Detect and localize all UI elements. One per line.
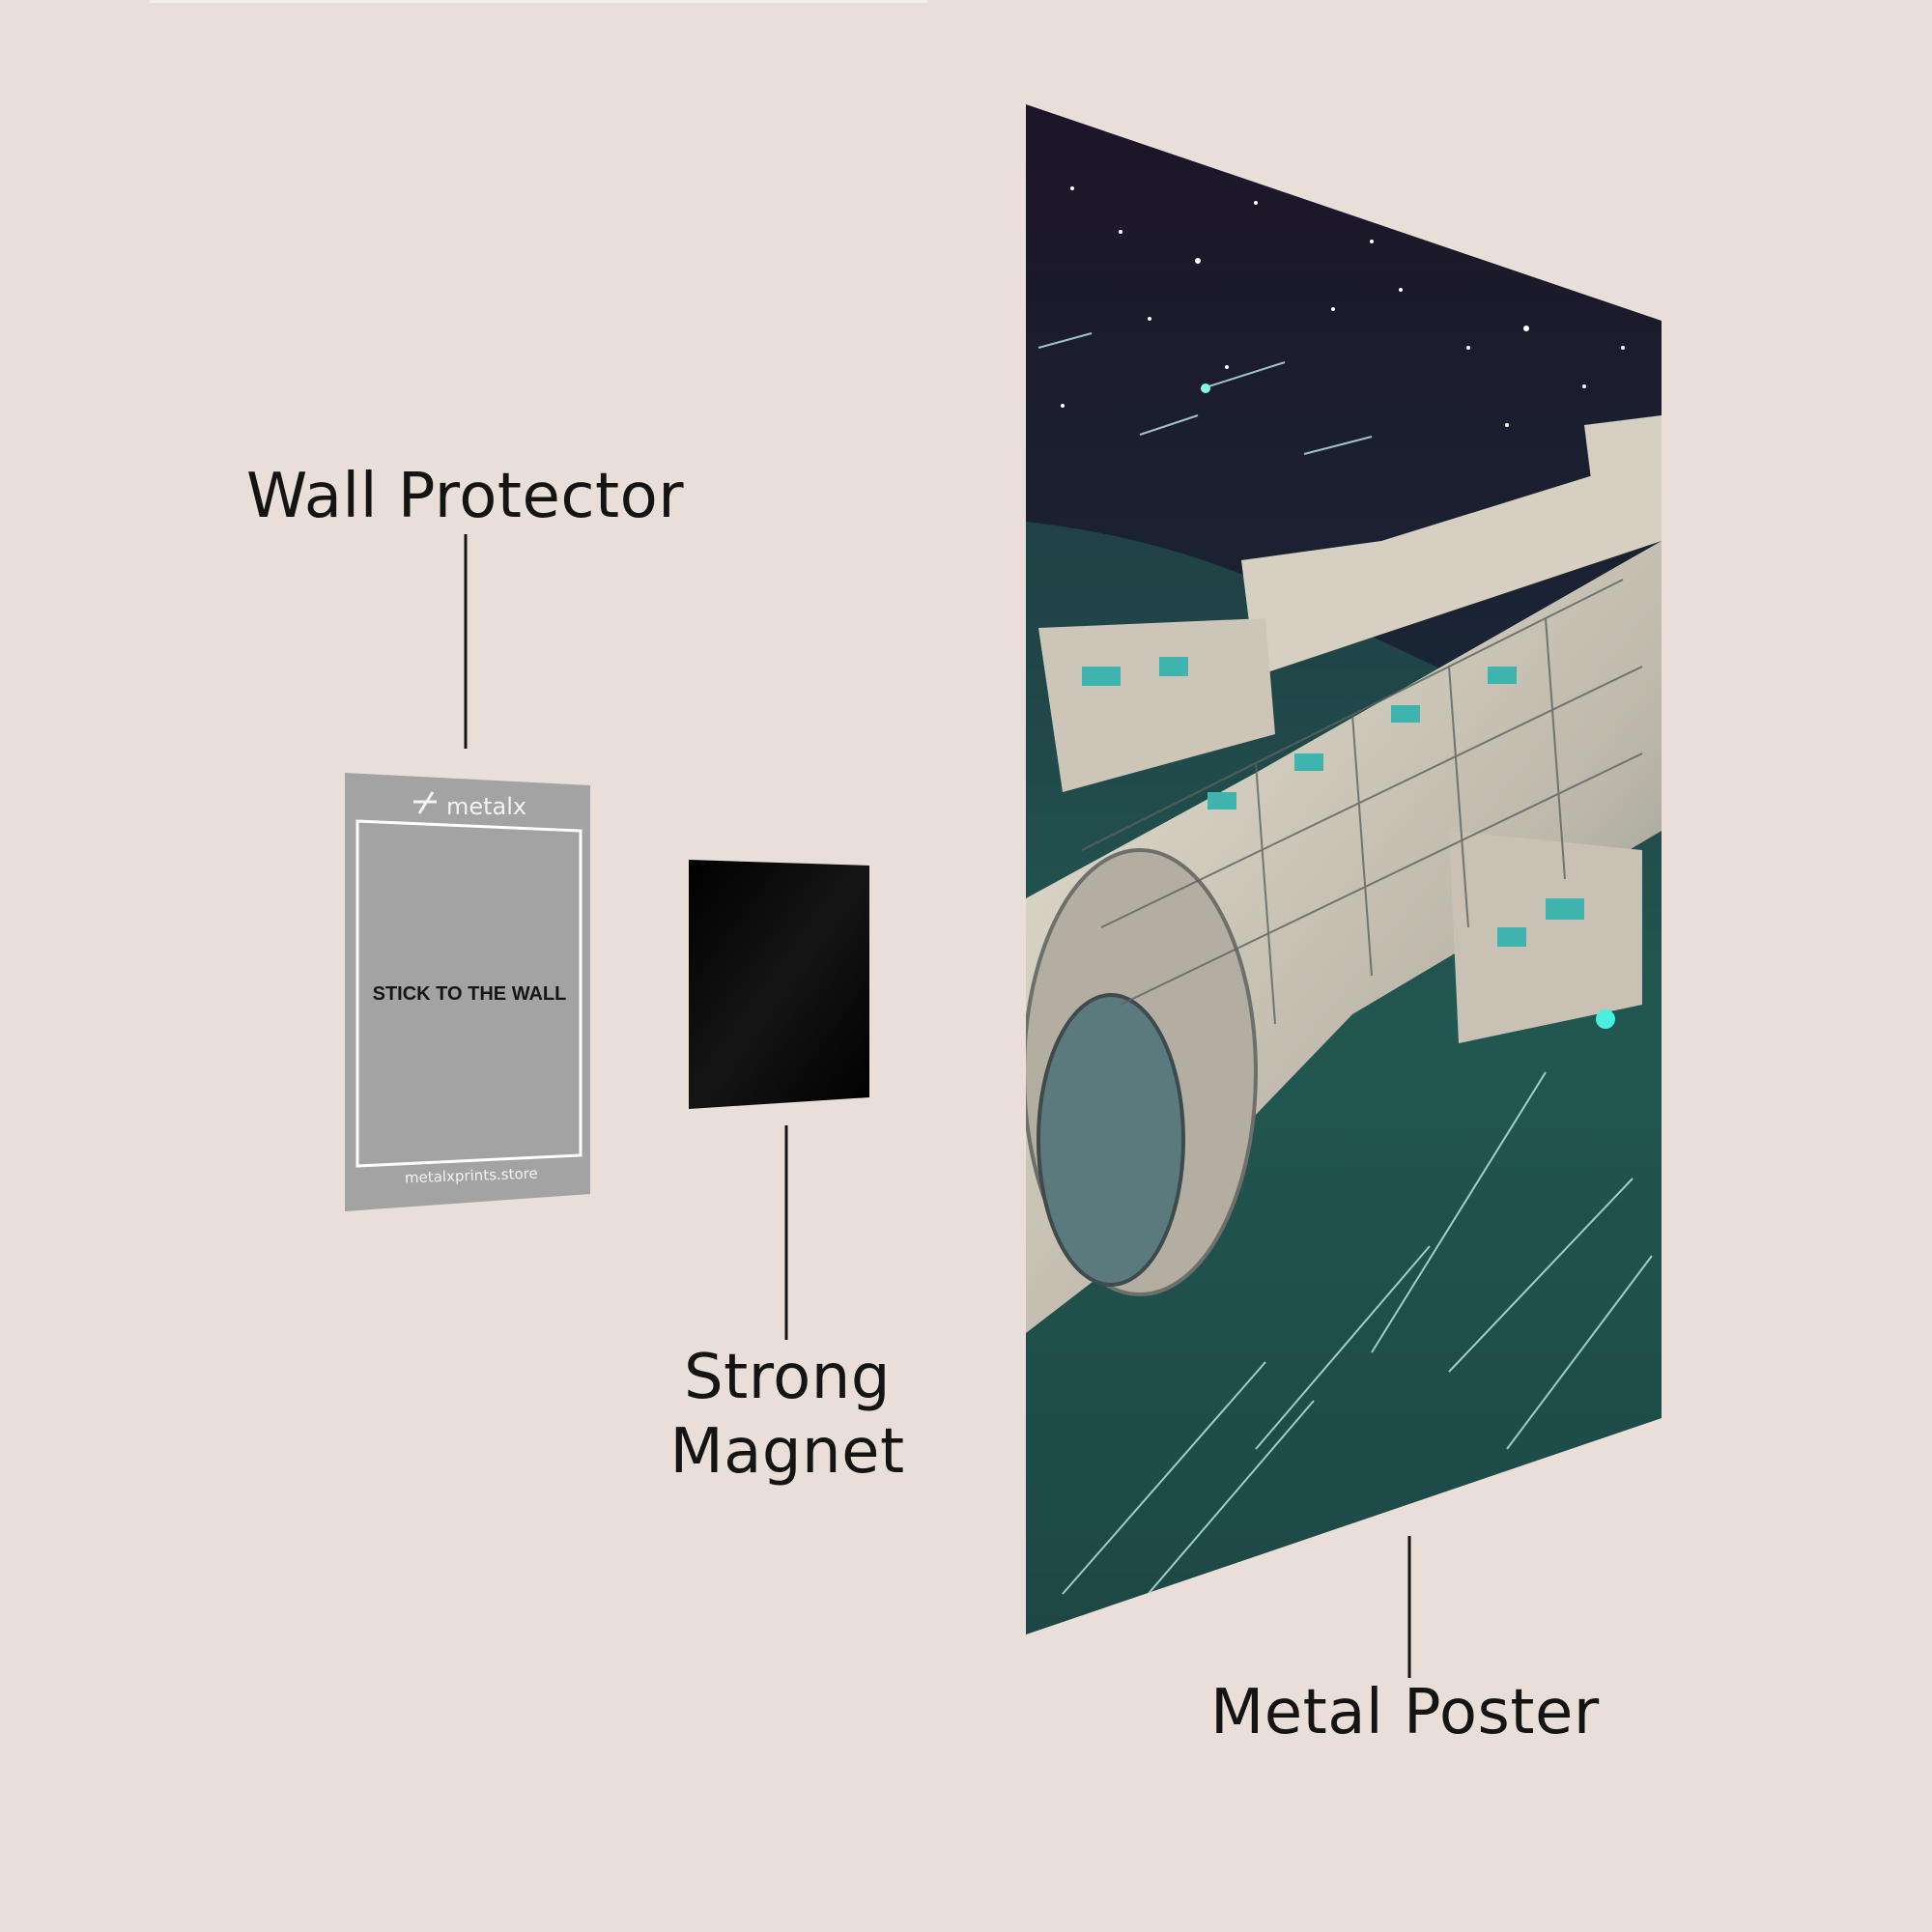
metalx-logo-icon xyxy=(413,791,437,814)
wall-protector-inner-frame xyxy=(355,819,582,1168)
shooting-stars xyxy=(1037,332,1653,1605)
strong-magnet-plate xyxy=(689,860,869,1109)
wall-protector-website: metalxprints.store xyxy=(405,1165,538,1187)
wall-protector-card: metalx STICK TO THE WALL metalxprints.st… xyxy=(345,773,590,1211)
comet-head xyxy=(1201,384,1210,393)
strong-magnet-label-line1: Strong xyxy=(684,1342,891,1413)
hull-panel-lines xyxy=(1081,579,1643,1025)
metal-poster xyxy=(1026,104,1662,1634)
star-field xyxy=(1061,186,1625,427)
top-edge-highlight xyxy=(150,0,927,3)
strong-magnet-label-line2: Magnet xyxy=(669,1415,905,1488)
wall-protector-label: Wall Protector xyxy=(246,461,685,532)
poster-artwork-spaceship xyxy=(1026,186,1662,1634)
strong-magnet-label: Strong Magnet xyxy=(667,1341,908,1490)
spaceship-hull xyxy=(1026,415,1662,1333)
wall-protector-instruction: STICK TO THE WALL xyxy=(373,983,567,1005)
metal-poster-label: Metal Poster xyxy=(1210,1677,1600,1748)
engine-glow xyxy=(1596,1009,1615,1029)
wall-protector-brand: metalx xyxy=(446,793,526,820)
hull-windows xyxy=(1082,657,1584,947)
